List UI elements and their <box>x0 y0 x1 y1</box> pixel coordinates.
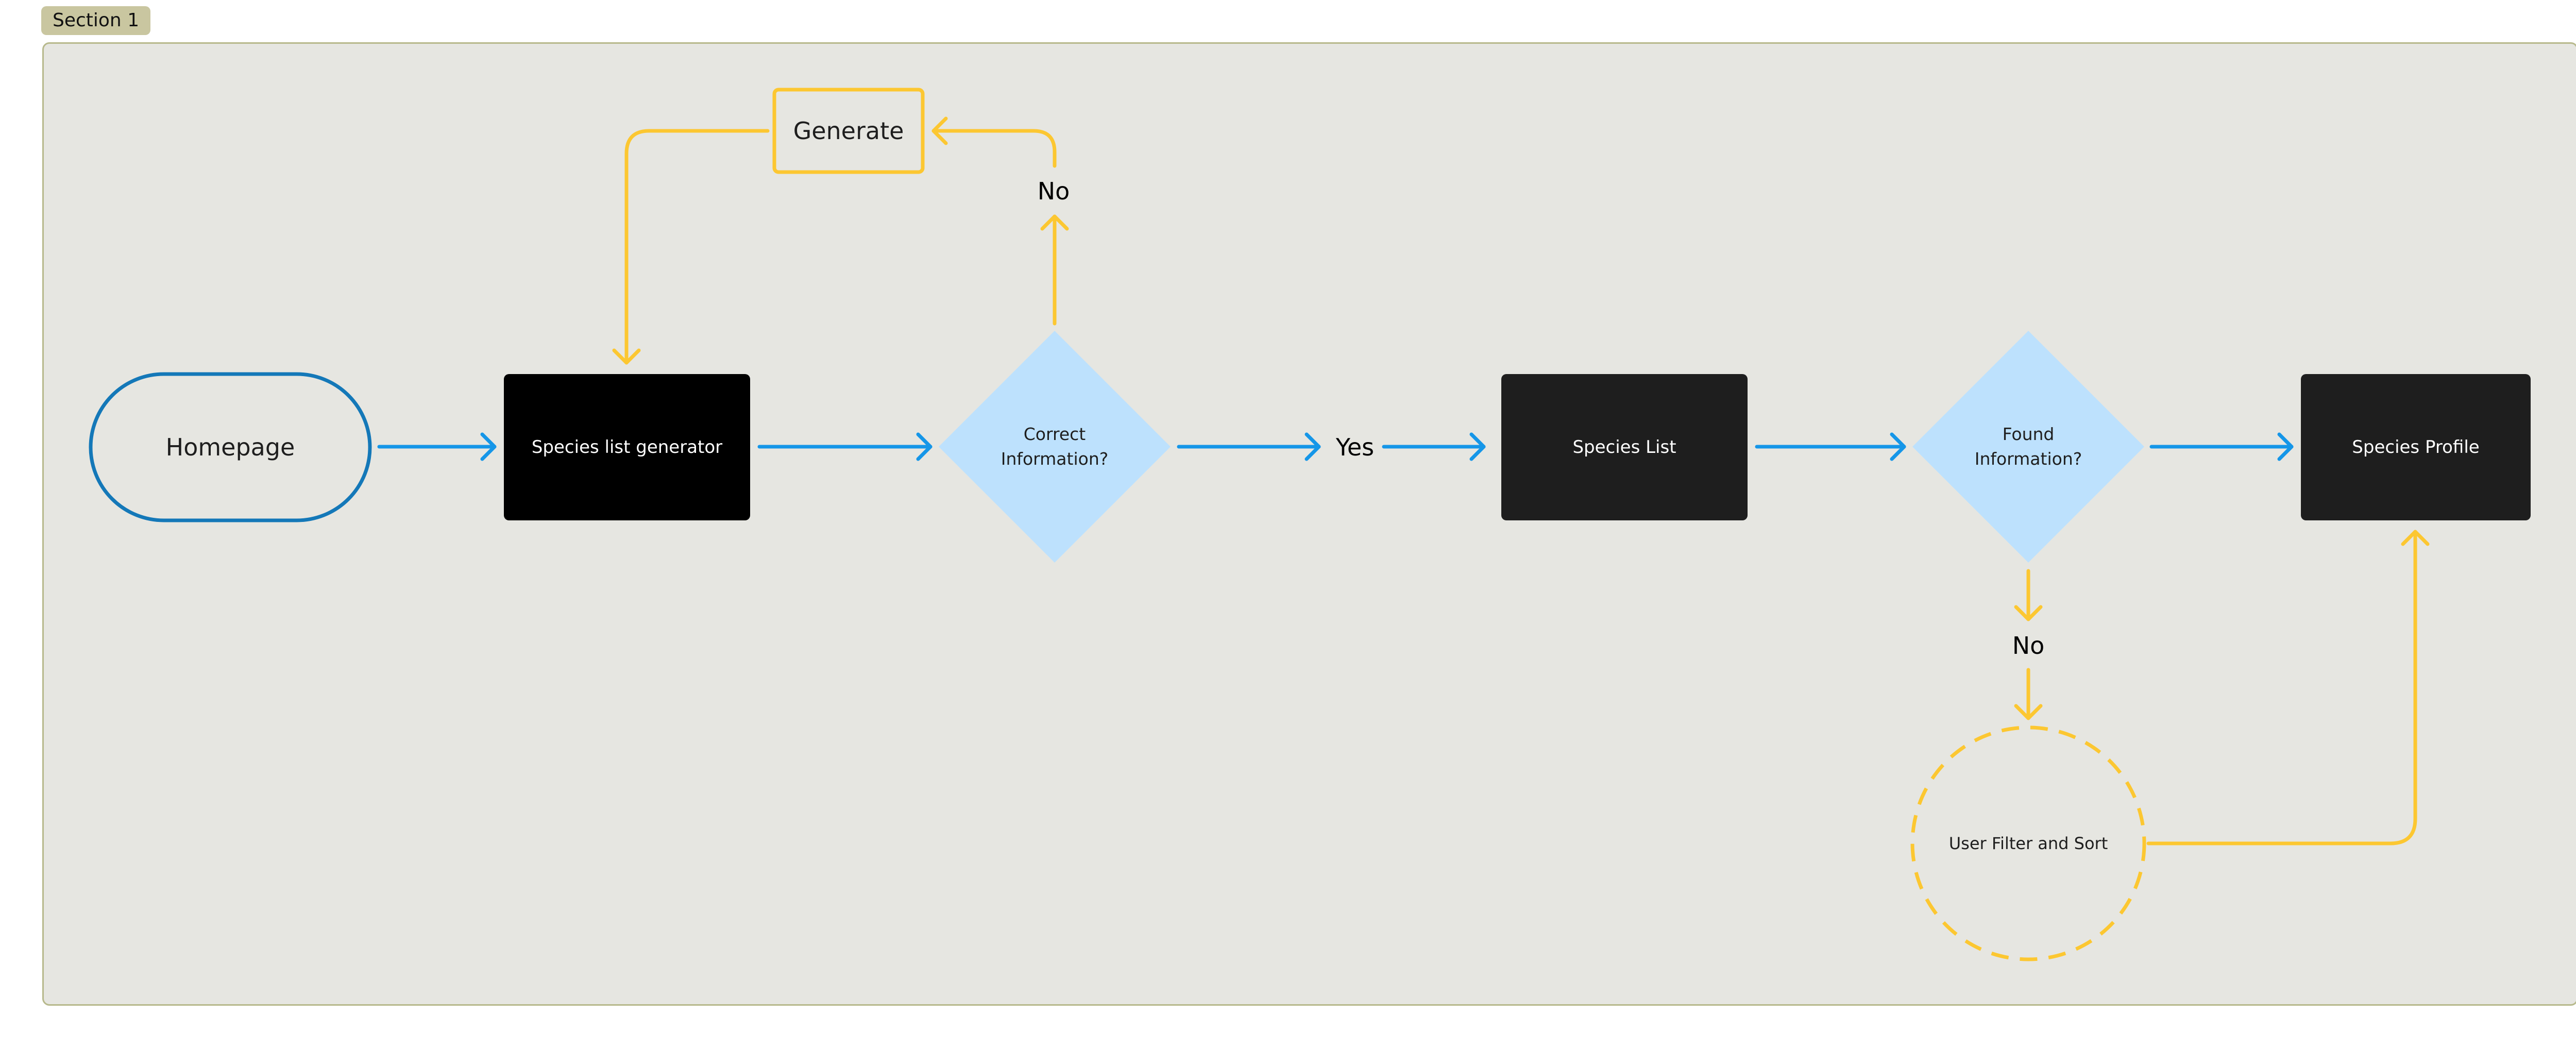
correct-information-label: Correct Information? <box>1001 424 1109 469</box>
user-filter-sort-node <box>1910 725 2146 961</box>
arrowhead-right-icon <box>480 432 497 461</box>
generate-node <box>772 88 925 174</box>
homepage-node <box>89 372 372 522</box>
species-profile-label: Species Profile <box>2352 437 2480 458</box>
shapes <box>89 88 2531 961</box>
generate-label: Generate <box>793 117 904 145</box>
arrowhead-down-icon <box>2014 605 2043 621</box>
arrowhead-right-icon <box>2277 432 2294 461</box>
homepage-label: Homepage <box>165 433 295 461</box>
arrowhead-down-icon <box>2014 704 2043 720</box>
edge-label-no-found: No <box>2012 632 2045 659</box>
arrowhead-right-icon <box>916 432 933 461</box>
connector-no-to-generate <box>931 129 1057 168</box>
arrowhead-up-icon <box>1040 214 1069 231</box>
species-list-generator-node <box>504 374 750 520</box>
edge-label-yes: Yes <box>1335 433 1375 461</box>
correct-information-node <box>939 331 1171 563</box>
arrowhead-right-icon <box>1890 432 1906 461</box>
species-list-label: Species List <box>1572 437 1676 458</box>
arrowhead-left-icon <box>931 116 948 145</box>
edge-label-no-correct: No <box>1037 177 1070 205</box>
arrowhead-down-icon <box>612 348 641 365</box>
species-list-node <box>1501 374 1748 520</box>
arrowhead-right-icon <box>1304 432 1321 461</box>
arrowhead-right-icon <box>1469 432 1486 461</box>
arrowhead-up-icon <box>2401 530 2430 546</box>
edges <box>377 116 2430 845</box>
connector-generate-to-generator <box>624 129 770 365</box>
section-label: Section 1 <box>41 6 151 35</box>
found-information-label: Found Information? <box>1974 424 2082 469</box>
species-profile-node <box>2301 374 2531 520</box>
species-list-generator-label: Species list generator <box>531 437 723 458</box>
found-information-node <box>1912 331 2144 563</box>
user-filter-sort-label: User Filter and Sort <box>1948 834 2108 853</box>
connector-filter-to-profile <box>2146 530 2417 845</box>
